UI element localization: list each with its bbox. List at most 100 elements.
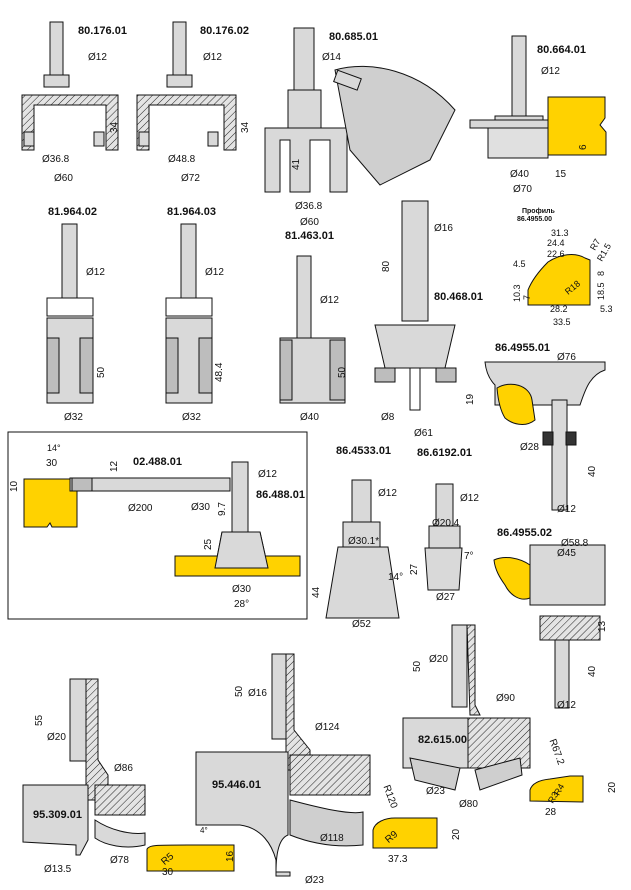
part-code: 80.176.02 bbox=[200, 25, 249, 37]
drawing-81-964-02 bbox=[46, 223, 94, 404]
dim-label: 15 bbox=[555, 169, 567, 180]
dim-label: 6 bbox=[578, 144, 589, 150]
dim-label: 31.3 bbox=[551, 228, 569, 238]
dim-label: 24.4 bbox=[547, 238, 565, 248]
dim-label: Ø32 bbox=[64, 412, 83, 423]
dim-label: 8 bbox=[596, 270, 606, 276]
drawing-81-964-03 bbox=[165, 223, 213, 404]
dim-label: Ø12 bbox=[86, 267, 105, 278]
dim-label: 19 bbox=[465, 393, 476, 405]
drawing-80-176-02 bbox=[136, 21, 237, 151]
part-code: 80.468.01 bbox=[434, 291, 483, 303]
part-code: 86.6192.01 bbox=[417, 447, 473, 459]
drawing-02-488-01 bbox=[23, 477, 231, 528]
dim-label: 28.2 bbox=[550, 304, 568, 314]
dim-label: 16 bbox=[225, 850, 236, 862]
drawing-95-446-01 bbox=[195, 653, 438, 877]
dim-label: Ø12 bbox=[541, 66, 560, 77]
drawing-80-468-01 bbox=[374, 200, 457, 411]
dim-label: 20 bbox=[607, 781, 618, 793]
dim-label: 37.3 bbox=[388, 854, 408, 865]
dim-label: Ø80 bbox=[459, 799, 478, 810]
dim-label: Ø28 bbox=[520, 442, 539, 453]
dim-label: Ø23 bbox=[426, 786, 445, 797]
dim-label: 14° bbox=[47, 443, 61, 453]
dim-label: Ø58.8 bbox=[561, 538, 589, 549]
dim-label: 22.6 bbox=[547, 249, 565, 259]
part-code: 80.176.01 bbox=[78, 25, 127, 37]
dim-label: 34 bbox=[109, 121, 120, 133]
dim-label: Ø23 bbox=[305, 875, 324, 886]
dim-label: Ø12 bbox=[557, 700, 576, 711]
dim-label: 50 bbox=[96, 366, 107, 378]
dim-label: Ø90 bbox=[496, 693, 515, 704]
dim-label: 10.3 bbox=[512, 284, 522, 302]
dim-label: 14° bbox=[388, 572, 404, 583]
dim-label: 4° bbox=[200, 826, 208, 835]
part-code: 95.309.01 bbox=[33, 809, 82, 821]
dim-label: 5.3 bbox=[600, 304, 613, 314]
dim-label: Ø60 bbox=[300, 217, 319, 228]
profile-code: 86.4955.00 bbox=[517, 216, 553, 223]
dim-label: 18.5 bbox=[596, 282, 606, 300]
dim-label: 40 bbox=[587, 665, 598, 677]
dim-label: Ø20 bbox=[429, 654, 448, 665]
dim-label: Ø12 bbox=[460, 493, 479, 504]
dim-label: Ø12 bbox=[203, 52, 222, 63]
drawing-95-309-01 bbox=[22, 678, 235, 872]
dim-label: 13 bbox=[597, 620, 608, 632]
dim-label: Ø86 bbox=[114, 763, 133, 774]
dim-label: 44 bbox=[311, 586, 322, 598]
dim-label: Ø14 bbox=[322, 52, 341, 63]
dim-label: Ø30 bbox=[191, 502, 210, 513]
part-code: 86.4955.01 bbox=[495, 342, 551, 354]
dim-label: Ø61 bbox=[414, 428, 433, 439]
dim-label: Ø40 bbox=[300, 412, 319, 423]
dim-label: 7 bbox=[522, 294, 532, 300]
dim-label: 10 bbox=[9, 480, 20, 492]
part-code: 81.964.02 bbox=[48, 206, 97, 218]
dim-label: 4.5 bbox=[513, 259, 526, 269]
dim-label: 50 bbox=[412, 660, 423, 672]
drawing-81-463-01 bbox=[279, 255, 346, 404]
dim-label: Ø12 bbox=[258, 469, 277, 480]
dim-label: Ø48.8 bbox=[168, 154, 196, 165]
drawing-86-4955-01 bbox=[484, 361, 606, 511]
part-code: 86.488.01 bbox=[256, 489, 305, 501]
dim-label: 33.5 bbox=[553, 317, 571, 327]
dim-label: Ø78 bbox=[110, 855, 129, 866]
drawing-82-615-00 bbox=[402, 624, 584, 803]
dim-label: Ø12 bbox=[88, 52, 107, 63]
drawing-80-664-01 bbox=[469, 35, 607, 159]
dim-label: Ø32 bbox=[182, 412, 201, 423]
grouped-drawing-frame bbox=[7, 431, 308, 620]
part-code: 95.446.01 bbox=[212, 779, 261, 791]
dim-label: Ø30.1* bbox=[348, 536, 380, 547]
part-code: 80.685.01 bbox=[329, 31, 378, 43]
dim-label: Ø45 bbox=[557, 548, 576, 559]
drawing-86-4533-01 bbox=[325, 479, 400, 619]
dim-label: Ø8 bbox=[381, 412, 395, 423]
dim-label: Ø36.8 bbox=[295, 201, 323, 212]
dim-label: 28° bbox=[234, 599, 250, 610]
drawing-80-176-01 bbox=[21, 21, 119, 151]
dim-label: Ø20 bbox=[47, 732, 66, 743]
dim-label: Ø76 bbox=[557, 352, 576, 363]
dim-label: Ø27 bbox=[436, 592, 455, 603]
dim-label: 40 bbox=[587, 465, 598, 477]
dim-label: 41 bbox=[291, 158, 302, 170]
dim-label: 27 bbox=[409, 563, 420, 575]
dim-label: Ø52 bbox=[352, 619, 371, 630]
part-code: 86.4533.01 bbox=[336, 445, 392, 457]
dim-label: 55 bbox=[34, 714, 45, 726]
dim-label: Ø36.8 bbox=[42, 154, 70, 165]
dim-label: 9.7 bbox=[217, 502, 228, 516]
dim-label: 80 bbox=[381, 260, 392, 272]
drawing-80-685-01 bbox=[264, 27, 456, 193]
part-code: 81.964.03 bbox=[167, 206, 216, 218]
dim-label: Ø12 bbox=[378, 488, 397, 499]
dim-label: 50 bbox=[234, 685, 245, 697]
drawing-86-4955-02 bbox=[493, 544, 606, 709]
dim-label: Ø40 bbox=[510, 169, 529, 180]
